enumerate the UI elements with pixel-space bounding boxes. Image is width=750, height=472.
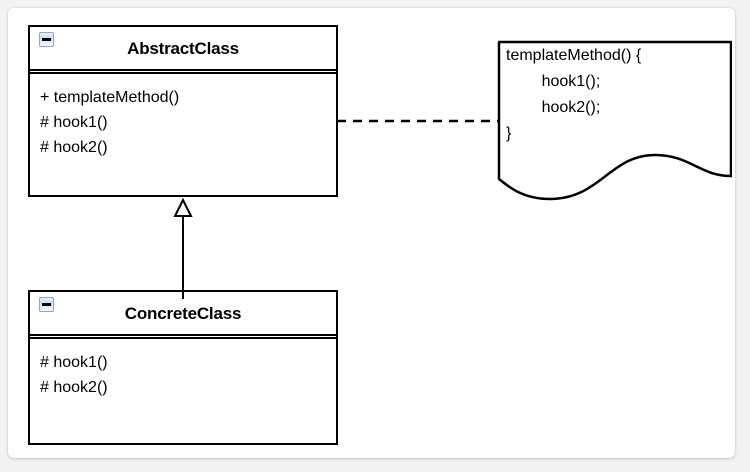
uml-class-name: ConcreteClass xyxy=(124,304,242,323)
uml-class-header: AbstractClass xyxy=(30,27,336,74)
minus-icon[interactable] xyxy=(39,32,54,47)
uml-class-header: ConcreteClass xyxy=(30,292,336,339)
section-divider xyxy=(30,72,336,74)
note-shape xyxy=(497,40,733,201)
generalization-arrow[interactable] xyxy=(156,189,216,299)
uml-members-compartment: + templateMethod() # hook1() # hook2() xyxy=(30,71,336,160)
uml-members-compartment: # hook1() # hook2() xyxy=(30,336,336,400)
minus-icon[interactable] xyxy=(39,297,54,312)
uml-member: # hook1() xyxy=(40,114,108,131)
uml-class-abstractclass[interactable]: AbstractClass + templateMethod() # hook1… xyxy=(28,25,338,197)
uml-class-name: AbstractClass xyxy=(127,39,239,58)
uml-member: # hook1() xyxy=(40,354,108,371)
uml-member: + templateMethod() xyxy=(40,89,180,106)
note-link-dashed-line[interactable] xyxy=(337,108,502,134)
note-outline-with-wavy-edge xyxy=(497,40,733,201)
note-body-text: templateMethod() { hook1(); hook2(); } xyxy=(506,47,642,142)
uml-member: # hook2() xyxy=(40,379,108,396)
hollow-triangle-arrowhead xyxy=(173,197,193,217)
uml-note[interactable]: templateMethod() { hook1(); hook2(); } xyxy=(490,33,733,203)
uml-member: # hook2() xyxy=(40,139,108,156)
uml-class-concreteclass[interactable]: ConcreteClass # hook1() # hook2() xyxy=(28,290,338,445)
section-divider xyxy=(30,337,336,339)
diagram-canvas: AbstractClass + templateMethod() # hook1… xyxy=(8,8,735,458)
